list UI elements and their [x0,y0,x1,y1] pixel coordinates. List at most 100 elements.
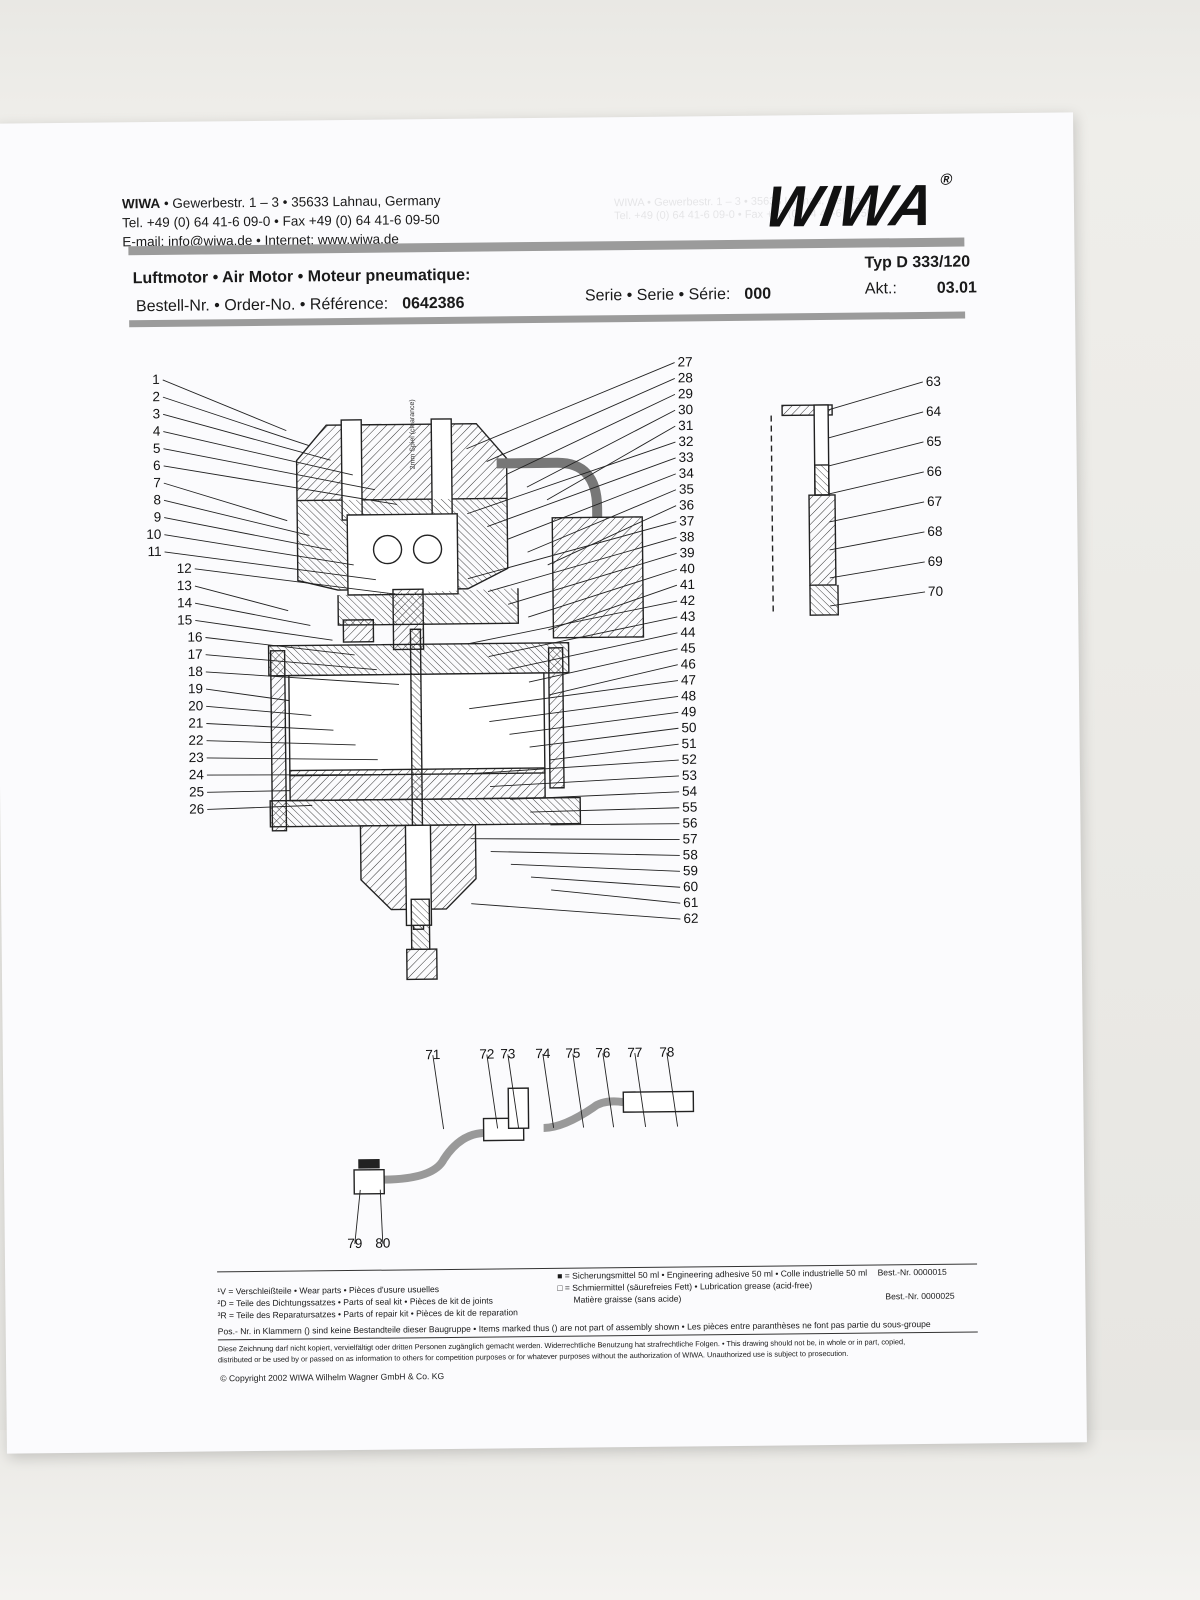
leader-50 [529,727,679,748]
callout-23: 23 [189,750,204,765]
leader-74 [542,1053,555,1128]
valve-73 [507,1087,530,1130]
callout-36: 36 [679,497,694,512]
main-assembly: 2mm Spiel (clearance) [267,399,645,981]
callout-68: 68 [927,524,942,539]
side-view [770,404,839,616]
leader-23 [206,757,378,761]
callout-24: 24 [189,767,205,782]
leader-65 [828,441,924,467]
callout-47: 47 [681,672,696,687]
callout-13: 13 [177,578,192,593]
leader-76 [602,1053,615,1128]
leader-9 [164,517,332,551]
leader-63 [827,381,923,411]
leader-14 [195,602,311,626]
leader-78 [666,1052,679,1127]
callout-15: 15 [177,612,192,627]
leader-16 [205,637,355,656]
callout-20: 20 [188,698,203,713]
elbow-pipe [496,457,603,518]
leader-7 [163,482,288,522]
leader-60 [530,876,681,888]
leader-71 [432,1055,445,1130]
leader-8 [163,499,310,536]
leader-32 [467,441,676,515]
callout-58: 58 [683,847,698,862]
leader-58 [490,851,680,856]
hose-left [384,1128,495,1184]
callout-28: 28 [678,370,693,385]
callout-51: 51 [682,736,697,751]
callout-8: 8 [153,492,161,507]
side-spring [813,464,830,496]
callout-44: 44 [680,625,696,640]
callout-55: 55 [682,800,697,815]
leader-35 [527,489,677,553]
leader-80 [379,1189,384,1244]
leader-29 [506,393,676,475]
callout-labels: 1234567891011121314151617181920212223242… [146,354,943,1251]
leader-47 [469,680,678,710]
callout-3: 3 [153,406,161,421]
callout-66: 66 [927,464,942,479]
leader-10 [164,534,354,566]
callout-78: 78 [659,1045,674,1060]
leader-37 [467,521,677,580]
hose-right [543,1097,624,1132]
leader-61 [551,889,681,904]
callout-33: 33 [679,450,694,465]
callout-5: 5 [153,441,161,456]
callout-11: 11 [147,544,161,559]
drawing-sheet: WIWA • Gewerbestr. 1 – 3 • 35633 Lahnau,… [0,112,1087,1454]
callout-22: 22 [188,733,203,748]
air-motor-cross-section: 2mm Spiel (clearance) 123456789101112131… [146,354,943,1251]
leader-54 [510,791,680,800]
callout-48: 48 [681,688,696,703]
adhesive-order-nr: Best.-Nr. 0000015 [877,1266,947,1278]
callout-29: 29 [678,386,693,401]
leader-31 [546,425,676,501]
callout-77: 77 [627,1045,642,1060]
leader-68 [829,531,925,551]
leader-20 [206,705,312,716]
leader-5 [163,448,376,491]
callout-45: 45 [681,641,696,656]
tie-rod-right [547,647,565,789]
leader-4 [163,431,353,476]
coupling-77 [622,1090,695,1113]
leader-28 [486,378,675,462]
grease-text: □ = Schmiermittel (säurefreies Fett) • L… [557,1280,813,1293]
callout-53: 53 [682,768,697,783]
callout-4: 4 [153,424,161,439]
leader-44 [508,632,678,670]
leader-77 [634,1052,647,1127]
callout-61: 61 [683,895,698,910]
leader-45 [528,648,678,683]
callout-16: 16 [187,630,202,645]
leader-36 [547,505,677,566]
callout-10: 10 [146,527,161,542]
callout-69: 69 [928,554,943,569]
leader-25 [207,790,291,793]
valve-handle [358,1158,380,1169]
callout-71: 71 [425,1047,440,1062]
valve-ball-left [372,534,403,565]
leader-15 [195,619,333,641]
leader-49 [509,711,679,735]
rod-end [406,948,438,981]
callout-43: 43 [680,609,695,624]
leader-17 [205,654,377,671]
callout-1: 1 [152,372,160,387]
leader-39 [507,552,677,605]
callout-12: 12 [177,561,192,576]
grease-order-nr: Best.-Nr. 0000025 [885,1290,955,1302]
clearance-note: 2mm Spiel (clearance) [409,399,417,469]
leader-3 [162,413,331,461]
side-base [809,584,839,616]
callout-27: 27 [678,354,693,369]
leader-53 [490,775,679,787]
leader-42 [468,600,678,645]
leader-72 [486,1054,499,1129]
leader-73 [507,1054,520,1129]
